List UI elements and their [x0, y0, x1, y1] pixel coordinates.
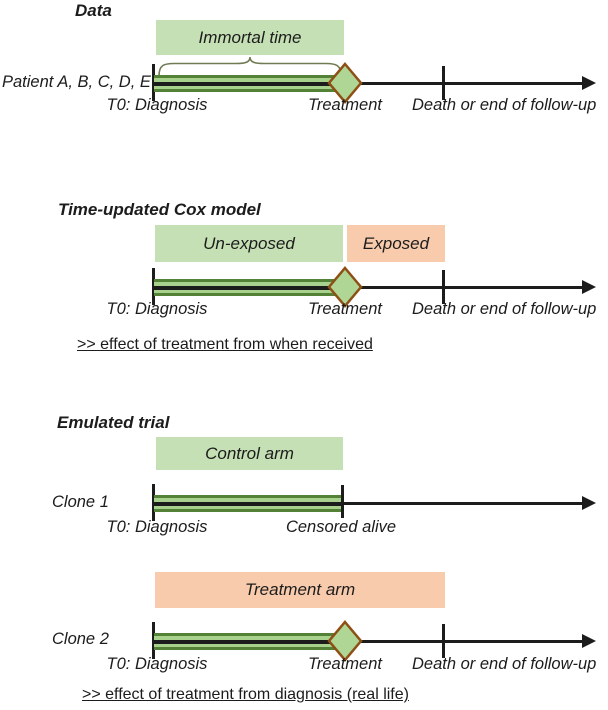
exposure-bar-data — [154, 75, 337, 92]
t0-tick-clone1 — [152, 484, 155, 521]
row-label-patients: Patient A, B, C, D, E — [2, 73, 151, 91]
label-treatment-clone2: Treatment — [308, 655, 382, 673]
timeline-axis-data — [153, 81, 583, 85]
section-title-cox: Time-updated Cox model — [58, 200, 261, 219]
timeline-core-line — [154, 501, 342, 506]
section-title-data: Data — [75, 1, 112, 20]
control-arm-label: Control arm — [205, 443, 294, 463]
censored-tick-clone1 — [340, 485, 344, 518]
exposed-box: Exposed — [347, 225, 445, 262]
row-label-clone1: Clone 1 — [52, 493, 109, 511]
label-treatment-data: Treatment — [308, 96, 382, 114]
brace-icon — [158, 56, 342, 77]
immortal-time-label: Immortal time — [198, 27, 302, 47]
caption-trial-effect: >> effect of treatment from diagnosis (r… — [82, 686, 409, 703]
unexposed-box: Un-exposed — [155, 225, 343, 262]
label-death-followup-clone2: Death or end of follow-up — [412, 655, 597, 673]
row-label-clone2: Clone 2 — [52, 630, 109, 648]
label-death-followup-cox: Death or end of follow-up — [412, 300, 597, 318]
timeline-core-line — [154, 285, 337, 290]
label-t0-diagnosis-data: T0: Diagnosis — [106, 96, 208, 114]
timeline-axis-clone2 — [153, 639, 583, 643]
caption-cox-effect: >> effect of treatment from when receive… — [77, 336, 373, 353]
section-title-trial: Emulated trial — [57, 413, 170, 432]
timeline-core-line — [154, 639, 337, 644]
unexposed-label: Un-exposed — [203, 233, 295, 253]
treatment-arm-box: Treatment arm — [155, 572, 445, 608]
exposure-bar-cox — [154, 279, 337, 296]
label-t0-diagnosis-clone1: T0: Diagnosis — [106, 518, 208, 536]
t0-tick-cox — [152, 268, 155, 305]
exposure-bar-clone2 — [154, 633, 337, 650]
label-t0-diagnosis-clone2: T0: Diagnosis — [106, 655, 208, 673]
control-arm-box: Control arm — [156, 437, 343, 470]
timeline-axis-cox — [153, 285, 583, 289]
death-tick-clone2 — [441, 624, 445, 658]
treatment-diamond-icon-clone2 — [327, 620, 363, 662]
death-tick-data — [441, 66, 445, 100]
immortal-time-box: Immortal time — [156, 20, 344, 55]
death-tick-cox — [441, 270, 445, 304]
label-treatment-cox: Treatment — [308, 300, 382, 318]
timeline-core-line — [154, 81, 337, 86]
label-death-followup-data: Death or end of follow-up — [412, 96, 597, 114]
t0-tick-clone2 — [152, 622, 155, 659]
treatment-arm-label: Treatment arm — [244, 580, 356, 599]
label-t0-diagnosis-cox: T0: Diagnosis — [106, 300, 208, 318]
t0-tick-data — [152, 64, 155, 101]
exposed-label: Exposed — [362, 233, 430, 253]
label-censored-alive: Censored alive — [285, 518, 397, 536]
timeline-axis-clone1 — [153, 501, 583, 505]
treatment-diamond-icon-data — [327, 62, 363, 104]
exposure-bar-clone1 — [154, 495, 342, 512]
treatment-diamond-icon-cox — [327, 266, 363, 308]
